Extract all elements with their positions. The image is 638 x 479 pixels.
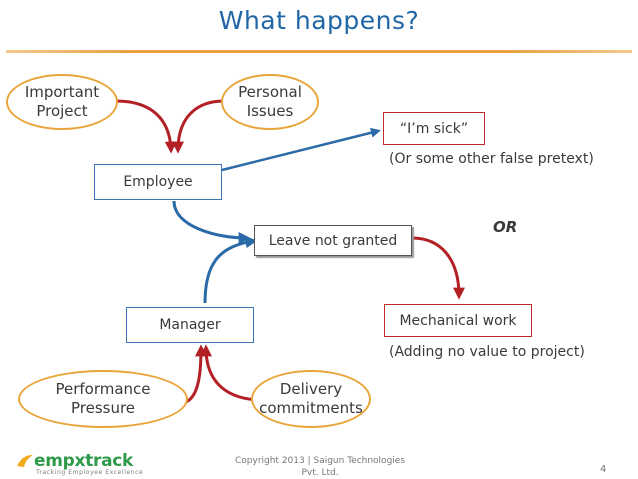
- copyright-line1: Copyright 2013 | Saigun Technologies: [234, 456, 406, 466]
- delivery-commitments-line1: Delivery: [279, 380, 343, 398]
- logo-wordmark: empxtrack: [34, 451, 134, 471]
- employee-box: Employee: [94, 164, 222, 200]
- mechanical-work-box: Mechanical work: [384, 304, 532, 337]
- title-divider: [6, 50, 632, 53]
- arrow-manager-to-leave-not-granted: [203, 236, 258, 304]
- delivery-commitments-oval: Delivery commitments: [251, 370, 371, 428]
- or-label: OR: [493, 218, 518, 236]
- personal-issues-line1: Personal: [238, 83, 302, 101]
- performance-pressure-line2: Pressure: [70, 399, 136, 417]
- performance-pressure-oval: Performance Pressure: [18, 370, 188, 428]
- arrow-delivery-commitments-to-manager: [200, 344, 259, 402]
- company-logo: empxtrack Tracking Employee Excellence: [16, 451, 143, 476]
- copyright-text: Copyright 2013 | Saigun Technologies Pvt…: [220, 455, 420, 479]
- performance-pressure-line1: Performance: [55, 380, 151, 398]
- im-sick-box: “I’m sick”: [383, 112, 485, 145]
- personal-issues-line2: Issues: [246, 102, 294, 120]
- false-pretext-note: (Or some other false pretext): [389, 151, 594, 167]
- arrow-personal-issues-to-employee: [172, 99, 225, 154]
- important-project-line2: Project: [36, 102, 88, 120]
- arrow-employee-to-im-sick: [221, 127, 381, 172]
- manager-box: Manager: [126, 307, 254, 343]
- important-project-oval: Important Project: [6, 74, 118, 130]
- arrow-leave-not-granted-to-mechanical-work: [411, 236, 465, 300]
- logo-mark-icon: [17, 455, 33, 467]
- copyright-line2: Pvt. Ltd.: [301, 468, 339, 478]
- arrow-employee-to-leave-not-granted: [172, 200, 251, 244]
- slide-title: What happens?: [218, 6, 420, 35]
- arrow-important-project-to-employee: [115, 99, 177, 154]
- no-value-note: (Adding no value to project): [389, 344, 585, 360]
- delivery-commitments-line2: commitments: [259, 399, 363, 417]
- page-number: 4: [600, 464, 607, 475]
- important-project-line1: Important: [24, 83, 100, 101]
- personal-issues-oval: Personal Issues: [221, 74, 319, 130]
- logo-tagline: Tracking Employee Excellence: [36, 469, 144, 476]
- leave-not-granted-box: Leave not granted: [254, 225, 412, 256]
- arrow-performance-pressure-to-manager: [185, 344, 207, 404]
